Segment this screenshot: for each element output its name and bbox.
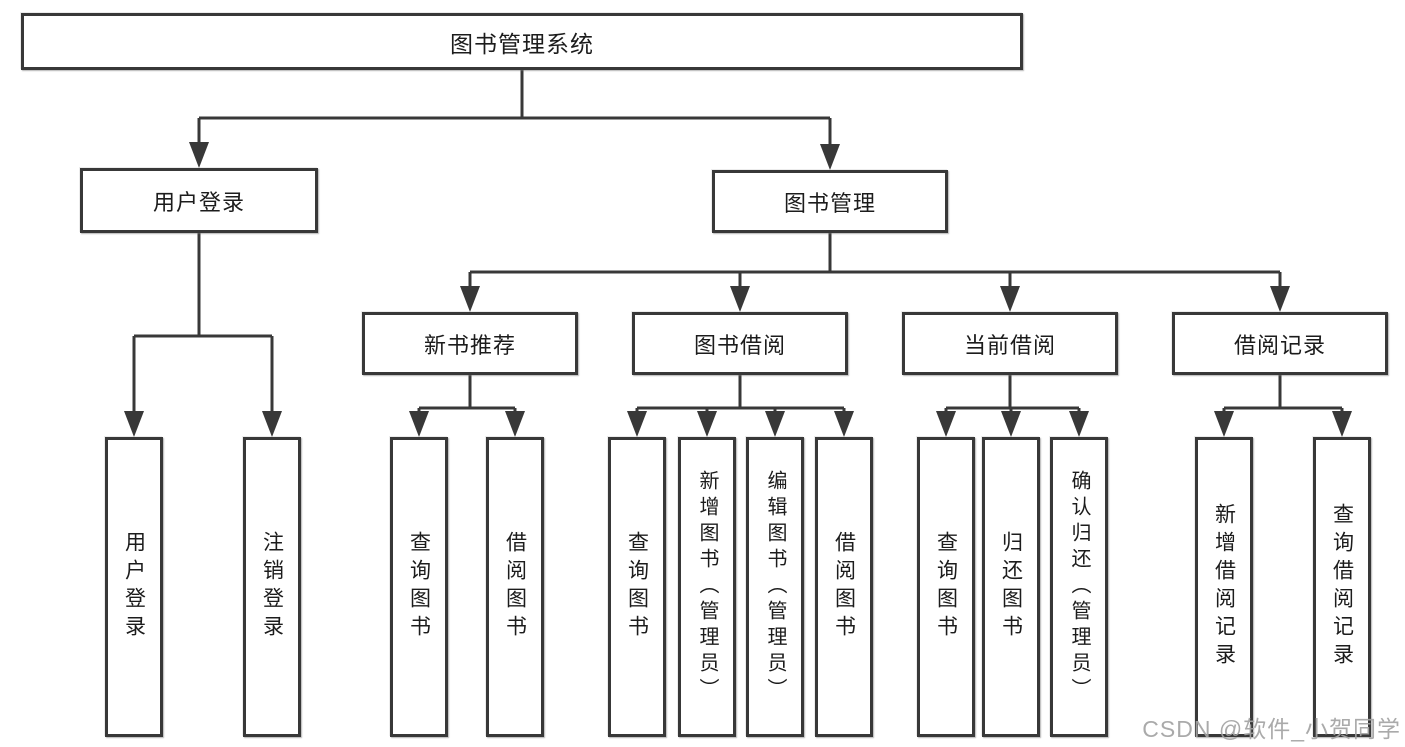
node-label: 查询图书 bbox=[407, 531, 431, 643]
node-label: 查询图书 bbox=[625, 531, 649, 643]
arrowhead bbox=[262, 411, 282, 437]
node-label: 编辑图书（管理员） bbox=[764, 470, 786, 704]
node-leaf-query-books-recommend: 查询图书 bbox=[390, 437, 448, 737]
node-book-management: 图书管理 bbox=[712, 170, 948, 233]
node-label: 查询图书 bbox=[934, 531, 958, 643]
node-leaf-return-books: 归还图书 bbox=[982, 437, 1040, 737]
arrowhead bbox=[189, 142, 209, 168]
node-user-login: 用户登录 bbox=[80, 168, 318, 233]
connector-new-book bbox=[409, 375, 525, 437]
node-leaf-borrow-books: 借阅图书 bbox=[815, 437, 873, 737]
arrowhead bbox=[460, 286, 480, 312]
arrowhead bbox=[1214, 411, 1234, 437]
arrowhead bbox=[765, 411, 785, 437]
connector-book-mgmt bbox=[460, 233, 1290, 312]
node-leaf-borrow-books-recommend: 借阅图书 bbox=[486, 437, 544, 737]
node-leaf-logout: 注销登录 bbox=[243, 437, 301, 737]
node-label: 图书借阅 bbox=[693, 332, 786, 358]
arrowhead bbox=[936, 411, 956, 437]
node-leaf-edit-books-admin: 编辑图书（管理员） bbox=[746, 437, 804, 737]
node-label: 借阅记录 bbox=[1233, 332, 1326, 358]
arrowhead bbox=[505, 411, 525, 437]
arrowhead bbox=[1001, 411, 1021, 437]
node-leaf-confirm-return-admin: 确认归还（管理员） bbox=[1050, 437, 1108, 737]
arrowhead bbox=[124, 411, 144, 437]
node-borrow-records: 借阅记录 bbox=[1172, 312, 1388, 375]
arrowhead bbox=[820, 144, 840, 170]
arrowhead bbox=[409, 411, 429, 437]
arrowhead bbox=[627, 411, 647, 437]
node-label: 借阅图书 bbox=[832, 531, 856, 643]
node-label: 新书推荐 bbox=[423, 332, 516, 358]
csdn-watermark: CSDN @软件_小贺同学 bbox=[1142, 716, 1401, 742]
node-leaf-add-books-admin: 新增图书（管理员） bbox=[678, 437, 736, 737]
node-leaf-query-books-current: 查询图书 bbox=[917, 437, 975, 737]
connector-book-borrow bbox=[627, 375, 854, 437]
node-label: 注销登录 bbox=[260, 531, 284, 643]
node-library-system: 图书管理系统 bbox=[21, 13, 1023, 70]
node-new-book-recommend: 新书推荐 bbox=[362, 312, 578, 375]
node-label: 借阅图书 bbox=[503, 531, 527, 643]
arrowhead bbox=[834, 411, 854, 437]
node-label: 归还图书 bbox=[999, 531, 1023, 643]
arrowhead bbox=[730, 286, 750, 312]
node-label: 当前借阅 bbox=[963, 332, 1056, 358]
node-leaf-query-books-borrow: 查询图书 bbox=[608, 437, 666, 737]
node-book-borrowing: 图书借阅 bbox=[632, 312, 848, 375]
connector-user-login bbox=[124, 233, 282, 437]
node-label: 查询借阅记录 bbox=[1330, 503, 1354, 671]
arrowhead bbox=[1270, 286, 1290, 312]
node-leaf-add-borrow-record: 新增借阅记录 bbox=[1195, 437, 1253, 737]
connector-current-borrow bbox=[936, 375, 1089, 437]
node-label: 新增图书（管理员） bbox=[696, 470, 718, 704]
connector-root bbox=[189, 70, 840, 170]
node-leaf-user-login: 用户登录 bbox=[105, 437, 163, 737]
node-label: 用户登录 bbox=[122, 531, 146, 643]
arrowhead bbox=[1332, 411, 1352, 437]
node-label: 图书管理 bbox=[783, 190, 876, 216]
arrowhead bbox=[1069, 411, 1089, 437]
node-label: 用户登录 bbox=[152, 189, 245, 215]
node-leaf-query-borrow-record: 查询借阅记录 bbox=[1313, 437, 1371, 737]
connector-borrow-records bbox=[1214, 375, 1352, 437]
node-label: 新增借阅记录 bbox=[1212, 503, 1236, 671]
node-label: 图书管理系统 bbox=[450, 30, 594, 57]
arrowhead bbox=[697, 411, 717, 437]
node-current-borrowing: 当前借阅 bbox=[902, 312, 1118, 375]
arrowhead bbox=[1000, 286, 1020, 312]
node-label: 确认归还（管理员） bbox=[1068, 470, 1090, 704]
